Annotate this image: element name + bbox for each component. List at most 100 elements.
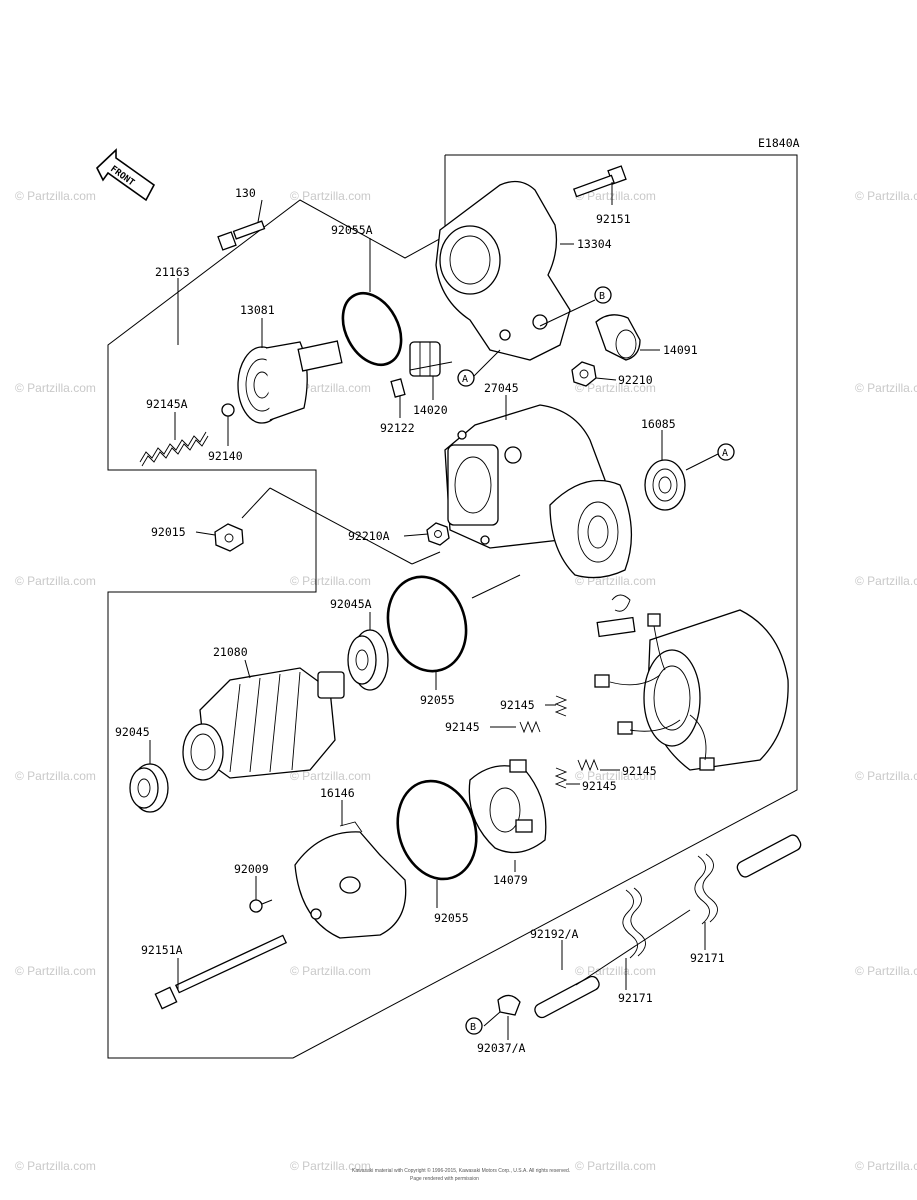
watermark: © Partzilla.com xyxy=(290,189,371,203)
watermark: © Partzilla.com xyxy=(15,574,96,588)
part-label: 92037/A xyxy=(477,1041,526,1055)
screw-92009 xyxy=(249,899,273,913)
part-label: 92171 xyxy=(618,991,653,1005)
part-label: 92145 xyxy=(500,698,535,712)
part-label: 92055 xyxy=(434,911,469,925)
watermark: © Partzilla.com xyxy=(15,769,96,783)
clutch-gear-13081 xyxy=(237,340,343,424)
watermark: © Partzilla.com xyxy=(290,381,371,395)
watermark: © Partzilla.com xyxy=(15,964,96,978)
part-label: 16085 xyxy=(641,417,676,431)
watermark: © Partzilla.com xyxy=(855,1159,917,1173)
part-label: 92145 xyxy=(445,720,480,734)
pin-92122 xyxy=(390,378,406,398)
part-label: 130 xyxy=(235,186,256,200)
watermark: © Partzilla.com xyxy=(855,574,917,588)
watermark: © Partzilla.com xyxy=(855,189,917,203)
watermark: © Partzilla.com xyxy=(855,964,917,978)
watermark: © Partzilla.com xyxy=(290,574,371,588)
bolt-130 xyxy=(217,220,266,251)
watermark: © Partzilla.com xyxy=(855,381,917,395)
part-label: 92151A xyxy=(141,943,183,957)
clip-92171-a xyxy=(622,887,646,959)
part-label: 92151 xyxy=(596,212,631,226)
part-label: 13304 xyxy=(577,237,612,251)
part-label: 92171 xyxy=(690,951,725,965)
end-cover-16146 xyxy=(294,821,407,939)
watermark: © Partzilla.com xyxy=(575,1159,656,1173)
copyright-footer: Kawasaki material with Copyright © 1996-… xyxy=(352,1167,570,1182)
brush-holder-14079 xyxy=(468,759,547,854)
diagram-code: E1840A xyxy=(758,136,800,150)
part-label: 27045 xyxy=(484,381,519,395)
o-ring-92055-lower xyxy=(396,779,478,881)
spring-92145-d xyxy=(554,767,568,789)
watermark: © Partzilla.com xyxy=(290,769,371,783)
watermark: © Partzilla.com xyxy=(575,381,656,395)
marker-b: B xyxy=(599,291,605,302)
o-ring-92055a xyxy=(341,291,403,367)
leader-lines xyxy=(149,182,719,1040)
part-label: 13081 xyxy=(240,303,275,317)
part-label: 92145 xyxy=(622,764,657,778)
gear-housing-13304 xyxy=(435,180,571,361)
o-ring-92055-upper xyxy=(386,575,468,673)
spring-92145-c xyxy=(577,758,599,772)
watermark: © Partzilla.com xyxy=(575,189,656,203)
watermark: © Partzilla.com xyxy=(15,189,96,203)
watermark: © Partzilla.com xyxy=(855,769,917,783)
footer-line-1: Kawasaki material with Copyright © 1996-… xyxy=(352,1167,570,1174)
part-label: 92122 xyxy=(380,421,415,435)
reference-markers: B A A B xyxy=(457,286,735,1035)
marker-a: A xyxy=(462,374,468,385)
part-label: 16146 xyxy=(320,786,355,800)
clip-92171-b xyxy=(694,853,718,925)
bolt-92151 xyxy=(573,165,627,198)
spring-92145-b xyxy=(519,720,541,734)
front-arrow-icon: FRONT xyxy=(96,148,156,202)
part-label: 21080 xyxy=(213,645,248,659)
marker-a: A xyxy=(722,448,728,459)
watermark: © Partzilla.com xyxy=(575,964,656,978)
bearing-92045 xyxy=(129,763,169,813)
part-label: 92055 xyxy=(420,693,455,707)
part-label: 92055A xyxy=(331,223,373,237)
part-label: 14091 xyxy=(663,343,698,357)
nut-92210 xyxy=(571,361,597,387)
tube-92192a xyxy=(534,834,802,1019)
watermark: © Partzilla.com xyxy=(15,381,96,395)
nut-92015 xyxy=(214,523,244,552)
part-label: 14079 xyxy=(493,873,528,887)
footer-line-2: Page rendered with permission xyxy=(410,1176,479,1182)
watermark: © Partzilla.com xyxy=(290,964,371,978)
part-label: 14020 xyxy=(413,403,448,417)
solenoid-27045 xyxy=(444,404,633,579)
spring-92145-a xyxy=(554,695,568,717)
part-label: 92015 xyxy=(151,525,186,539)
armature-21080 xyxy=(182,667,345,781)
part-label: 21163 xyxy=(155,265,190,279)
part-label: 92140 xyxy=(208,449,243,463)
part-label: 92210 xyxy=(618,373,653,387)
part-label: 92192/A xyxy=(530,927,579,941)
part-label: 92009 xyxy=(234,862,269,876)
coupling-14020 xyxy=(409,341,441,377)
marker-b: B xyxy=(470,1022,476,1033)
watermarks: © Partzilla.com © Partzilla.com © Partzi… xyxy=(15,189,917,1173)
watermark: © Partzilla.com xyxy=(575,769,656,783)
watermark: © Partzilla.com xyxy=(290,1159,371,1173)
part-label: 92210A xyxy=(348,529,390,543)
clamp-92037a xyxy=(497,994,521,1016)
part-labels: 130 21163 92055A 13304 92151 13081 14091… xyxy=(115,186,725,1055)
part-label: 92145 xyxy=(582,779,617,793)
gear-16085 xyxy=(644,459,686,511)
nut-92210a xyxy=(426,522,450,546)
watermark: © Partzilla.com xyxy=(15,1159,96,1173)
part-label: 92145A xyxy=(146,397,188,411)
assembly-outline xyxy=(107,154,798,1059)
part-label: 92045 xyxy=(115,725,150,739)
bearing-92045a xyxy=(347,629,389,691)
yoke-housing xyxy=(594,594,789,771)
spring-92145a xyxy=(139,431,209,467)
